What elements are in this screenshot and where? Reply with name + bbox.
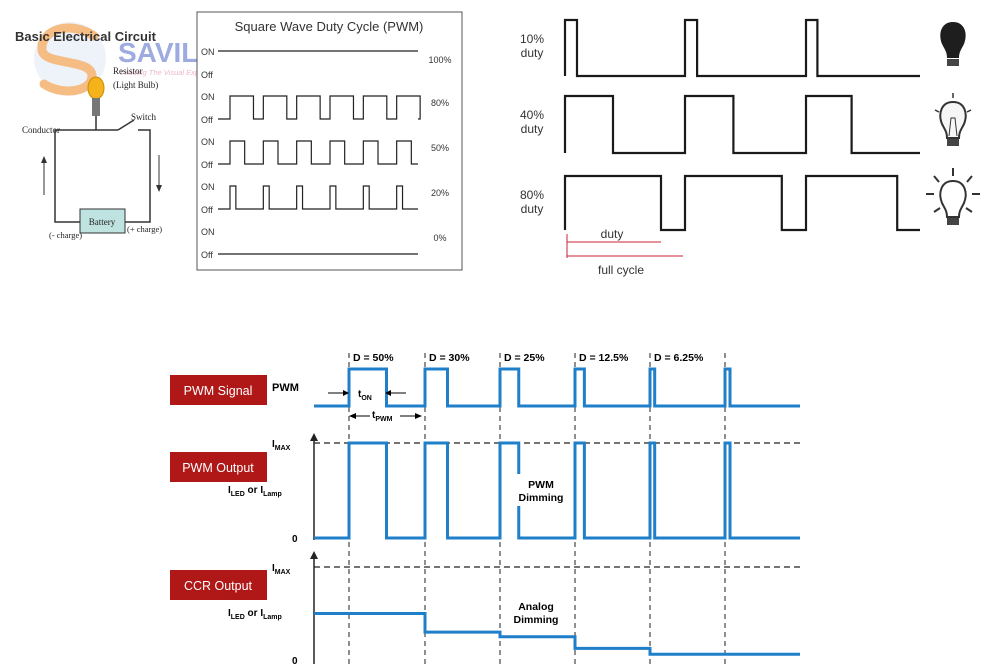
duty-label: D = 25% (504, 352, 545, 364)
pwm-iled-ilamp-label: ILED or ILamp (228, 485, 282, 498)
t-on-label: tON (358, 389, 372, 402)
duty-label: D = 50% (353, 352, 394, 364)
arrow-head-up-icon (41, 156, 47, 163)
dimming-diagram: PWM Signal PWM Output CCR Output PWM IMA… (170, 352, 800, 667)
duty-annotation: duty (601, 227, 624, 241)
duty-label: D = 12.5% (579, 352, 629, 364)
duty-row-label: duty (521, 46, 544, 60)
bulb-off-icon (940, 22, 966, 66)
duty-percent-label: 20% (431, 188, 449, 198)
pwm-output-waveform (314, 441, 800, 540)
logo-s-mark (37, 23, 99, 96)
on-label: ON (201, 137, 215, 147)
square-wave-trace (218, 95, 421, 120)
duty-row-percent: 10% (520, 32, 544, 46)
neg-charge-label: (- charge) (49, 230, 82, 240)
pwm-zero-label: 0 (292, 534, 298, 545)
pwm-dimming-caption-line2: Dimming (519, 492, 564, 504)
duty-row-label: duty (521, 122, 544, 136)
on-label: ON (201, 182, 215, 192)
off-label: Off (201, 70, 213, 80)
duty-percent-label: 50% (431, 143, 449, 153)
pwm-axis-text: PWM (272, 382, 299, 394)
ccr-iled-ilamp-label: ILED or ILamp (228, 608, 282, 621)
square-wave-trace (218, 140, 418, 165)
battery-label: Battery (89, 217, 116, 227)
t-on-arrow-left-head-icon (343, 390, 349, 396)
bulb-base (92, 98, 100, 116)
duty-row-percent: 40% (520, 108, 544, 122)
light-bulb-label: (Light Bulb) (113, 80, 158, 90)
ccr-imax-label: IMAX (272, 563, 291, 576)
off-label: Off (201, 115, 213, 125)
pwm-dimming-caption-bg (510, 474, 572, 506)
square-wave-trace (218, 185, 418, 210)
logo-tagline: Leading The Visual Experience (120, 68, 224, 77)
duty-percent-label: 80% (431, 98, 449, 108)
pwm-output-label-box (170, 452, 267, 482)
duty-row-label: duty (521, 202, 544, 216)
duty-label: D = 6.25% (654, 352, 704, 364)
square-wave-panel: Square Wave Duty Cycle (PWM) ONOff100%ON… (196, 11, 463, 271)
wire-left (54, 129, 96, 223)
t-pwm-arrow-right-head-icon (415, 413, 422, 419)
duty-percent-label: 100% (428, 55, 451, 65)
duty-row-waveform (563, 174, 920, 232)
switch-lever (117, 119, 135, 131)
analog-dimming-caption-line1: Analog (518, 601, 554, 613)
battery-icon (79, 208, 126, 234)
switch-label: Switch (131, 112, 157, 122)
t-pwm-arrow-left-head-icon (349, 413, 356, 419)
pwm-signal-waveform (314, 367, 800, 408)
bulb-dim-icon (934, 93, 972, 146)
pwm-signal-label: PWM Signal (184, 384, 253, 398)
basic-circuit: Basic Electrical Circuit Resistor (Light… (15, 29, 162, 240)
light-bulb-icon (87, 76, 105, 100)
ccr-output-label: CCR Output (184, 579, 253, 593)
ccr-output-axis-arrow-icon (310, 551, 318, 559)
duty-percent-label: 0% (433, 233, 446, 243)
off-label: Off (201, 205, 213, 215)
duty-row-waveform (563, 18, 920, 78)
pos-charge-label: (+ charge) (127, 224, 162, 234)
full-cycle-annotation: full cycle (598, 263, 644, 277)
duty-row-waveform (563, 94, 920, 155)
on-label: ON (201, 227, 215, 237)
off-label: Off (201, 250, 213, 260)
t-pwm-label: tPWM (372, 410, 393, 423)
ccr-output-waveform (314, 612, 800, 656)
analog-dimming-caption-line2: Dimming (514, 614, 559, 626)
square-wave-rows: ON Off 100% ON Off 80% ON Off 50% ON Off 20% ON Off 0% (201, 47, 452, 260)
duty-row-percent: 80% (520, 188, 544, 202)
pwm-dimming-caption-line1: PWM (528, 479, 554, 491)
conductor-label: Conductor (22, 125, 60, 135)
resistor-label: Resistor (113, 66, 143, 76)
arrow-head-down-icon (156, 185, 162, 192)
circuit-title: Basic Electrical Circuit (15, 29, 157, 44)
wire-right (125, 129, 151, 223)
off-label: Off (201, 160, 213, 170)
switch-wire-left (95, 116, 118, 131)
pwm-output-label: PWM Output (182, 461, 254, 475)
t-pwm-label-bg (370, 408, 400, 422)
pwm-output-axis-arrow-icon (310, 433, 318, 441)
ccr-zero-label: 0 (292, 656, 298, 667)
on-label: ON (201, 92, 215, 102)
pwm-signal-label-box (170, 375, 267, 405)
on-label: ON (201, 47, 215, 57)
analog-dimming-caption-bg (505, 598, 567, 628)
pwm-imax-label: IMAX (272, 439, 291, 452)
bulb-bright-icon (926, 168, 980, 225)
ccr-output-label-box (170, 570, 267, 600)
square-wave-title: Square Wave Duty Cycle (PWM) (235, 19, 424, 34)
t-on-arrow-right-head-icon (385, 390, 391, 396)
duty-label: D = 30% (429, 352, 470, 364)
